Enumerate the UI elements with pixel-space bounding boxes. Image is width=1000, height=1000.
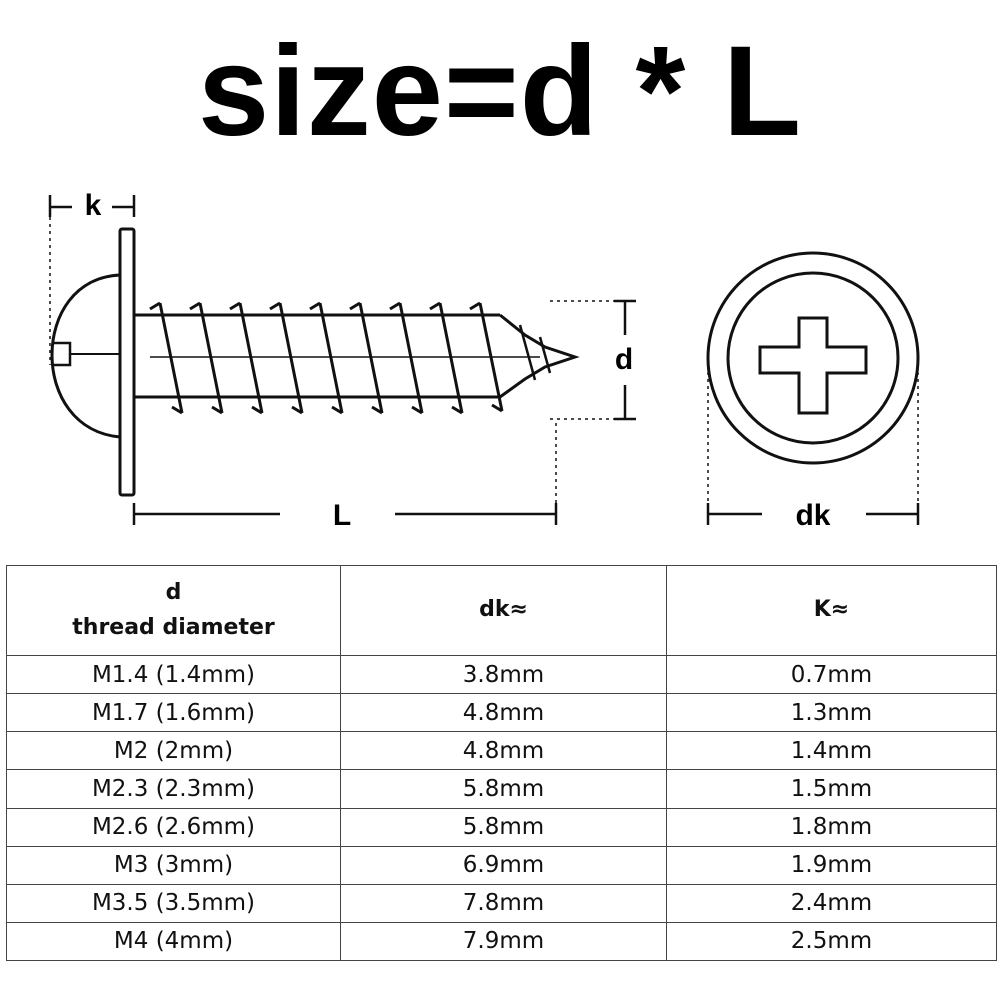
screw-diagram-svg: k d L dk — [48, 189, 920, 532]
screw-threads — [149, 301, 504, 415]
header-d: d — [165, 580, 182, 606]
cell-dk: 6.9mm — [340, 845, 667, 885]
l-label: L — [333, 499, 351, 532]
cell-dk: 7.8mm — [340, 883, 667, 923]
k-label: k — [85, 189, 102, 222]
cell-thread: M3.5 (3.5mm) — [6, 883, 341, 923]
header-dk: dk≈ — [340, 565, 667, 656]
screw-head-slot — [52, 341, 72, 367]
cell-dk: 3.8mm — [340, 654, 667, 695]
header-thread-diameter: d thread diameter — [6, 565, 341, 656]
phillips-cross-recess — [758, 316, 868, 415]
cell-k: 1.3mm — [666, 693, 997, 733]
screw-head-dome — [50, 273, 121, 439]
cell-thread: M2.6 (2.6mm) — [6, 807, 341, 847]
table-row: M1.7 (1.6mm) 4.8mm 1.3mm — [6, 693, 997, 733]
cell-k: 0.7mm — [666, 654, 997, 695]
table-row: M3.5 (3.5mm) 7.8mm 2.4mm — [6, 883, 997, 923]
cell-dk: 4.8mm — [340, 731, 667, 771]
cell-thread: M2.3 (2.3mm) — [6, 769, 341, 809]
table-row: M1.4 (1.4mm) 3.8mm 0.7mm — [6, 654, 997, 695]
head-outer-circle — [706, 251, 920, 465]
table-row: M3 (3mm) 6.9mm 1.9mm — [6, 845, 997, 885]
cell-k: 1.4mm — [666, 731, 997, 771]
cell-k: 1.8mm — [666, 807, 997, 847]
d-label: d — [615, 343, 633, 376]
table-row: M2 (2mm) 4.8mm 1.4mm — [6, 731, 997, 771]
cell-dk: 5.8mm — [340, 769, 667, 809]
screw-spec-table: d thread diameter dk≈ K≈ M1.4 (1.4mm) 3.… — [6, 565, 997, 962]
header-k: K≈ — [666, 565, 997, 656]
screw-top-view — [706, 251, 920, 525]
table-row: M4 (4mm) 7.9mm 2.5mm — [6, 921, 997, 962]
cell-thread: M4 (4mm) — [6, 921, 341, 962]
tip-thread-1 — [518, 324, 537, 381]
page-title: size=d * L — [198, 20, 802, 163]
cell-thread: M1.4 (1.4mm) — [6, 654, 341, 695]
cell-k: 1.5mm — [666, 769, 997, 809]
header-thread-diameter-text: thread diameter — [72, 614, 275, 640]
cell-k: 2.4mm — [666, 883, 997, 923]
table-header-row: d thread diameter dk≈ K≈ — [6, 565, 997, 656]
screw-side-view — [48, 195, 636, 525]
screw-washer-flange — [118, 227, 136, 497]
cell-thread: M2 (2mm) — [6, 731, 341, 771]
table-row: M2.3 (2.3mm) 5.8mm 1.5mm — [6, 769, 997, 809]
screw-dimension-diagram: k d L dk — [0, 175, 1000, 550]
table-row: M2.6 (2.6mm) 5.8mm 1.8mm — [6, 807, 997, 847]
head-inner-circle — [726, 271, 900, 445]
cell-k: 1.9mm — [666, 845, 997, 885]
dk-label: dk — [795, 499, 830, 532]
cell-dk: 5.8mm — [340, 807, 667, 847]
cell-thread: M1.7 (1.6mm) — [6, 693, 341, 733]
tip-thread-2 — [538, 336, 552, 374]
screw-tip — [499, 313, 580, 399]
cell-k: 2.5mm — [666, 921, 997, 962]
cell-dk: 7.9mm — [340, 921, 667, 962]
cell-thread: M3 (3mm) — [6, 845, 341, 885]
cell-dk: 4.8mm — [340, 693, 667, 733]
